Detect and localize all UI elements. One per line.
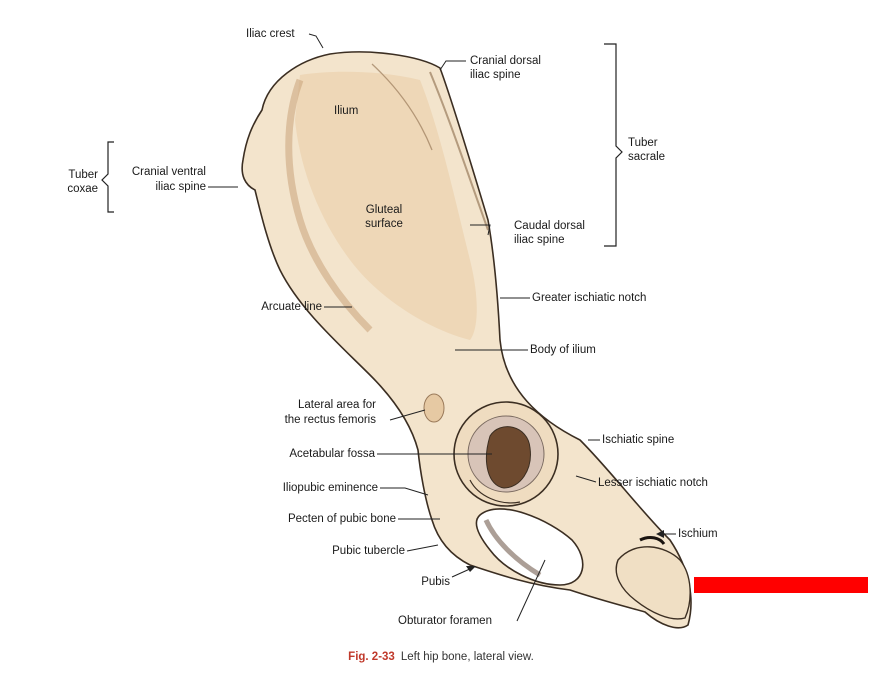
label-lateral-area-2: the rectus femoris [284, 414, 376, 426]
dorsal-edge-line [429, 71, 489, 231]
label-caudal-dorsal-2: iliac spine [514, 234, 565, 246]
label-tuber-sacrale-1: Tuber [628, 137, 658, 149]
label-cranial-dorsal-2: iliac spine [470, 69, 521, 81]
pubis-arrowhead [466, 566, 476, 572]
label-obturator-foramen: Obturator foramen [398, 615, 492, 627]
ilium-edge-shadow [285, 78, 373, 333]
label-acetabular-fossa: Acetabular fossa [289, 448, 375, 460]
gluteal-shading [295, 71, 477, 340]
label-caudal-dorsal-1: Caudal dorsal [514, 220, 585, 232]
label-tuber-sacrale-2: sacrale [628, 151, 666, 163]
label-lateral-area-1: Lateral area for [298, 399, 376, 411]
label-ischium: Ischium [678, 528, 718, 540]
ischium-dark-notch [639, 535, 666, 545]
figure-caption-text: Left hip bone, lateral view. [400, 651, 534, 663]
label-greater-ischiatic-notch: Greater ischiatic notch [532, 292, 647, 304]
label-ilium: Ilium [334, 105, 359, 117]
acetabular-notch [469, 479, 521, 504]
label-tuber-coxae-1: Tuber [68, 169, 98, 181]
ischium-arrowhead [656, 530, 664, 538]
label-pubis: Pubis [421, 576, 450, 588]
label-body-of-ilium: Body of ilium [530, 344, 596, 356]
tuber-sacrale-bracket [604, 43, 623, 247]
crest-ridge [371, 63, 433, 151]
label-pecten-of-pubic-bone: Pecten of pubic bone [287, 513, 396, 525]
label-cranial-ventral-2: iliac spine [155, 181, 207, 193]
label-lesser-ischiatic-notch: Lesser ischiatic notch [598, 477, 708, 489]
rectus-femoris-area [423, 393, 445, 423]
figure-caption: Fig. 2-33 Left hip bone, lateral view. [0, 651, 882, 663]
label-cranial-ventral-1: Cranial ventral [131, 166, 206, 178]
label-arcuate-line: Arcuate line [261, 301, 322, 313]
red-highlight-bar [694, 577, 868, 593]
label-gluteal-2: surface [365, 218, 403, 230]
label-ischiatic-spine: Ischiatic spine [602, 434, 675, 446]
label-iliac-crest: Iliac crest [246, 28, 295, 40]
label-cranial-dorsal-1: Cranial dorsal [470, 55, 541, 67]
label-pubic-tubercle: Pubic tubercle [332, 545, 405, 557]
label-tuber-coxae-2: coxae [67, 183, 98, 195]
label-iliopubic-eminence: Iliopubic eminence [282, 482, 378, 494]
obturator-foramen-shape [475, 508, 584, 586]
label-gluteal-1: Gluteal [365, 204, 403, 216]
figure-number: Fig. 2-33 [348, 651, 395, 663]
ischial-tuberosity [615, 546, 691, 620]
foramen-shadow [483, 518, 542, 578]
tuber-coxae-bracket [101, 141, 114, 213]
acetabular-fossa-shape [486, 426, 531, 489]
